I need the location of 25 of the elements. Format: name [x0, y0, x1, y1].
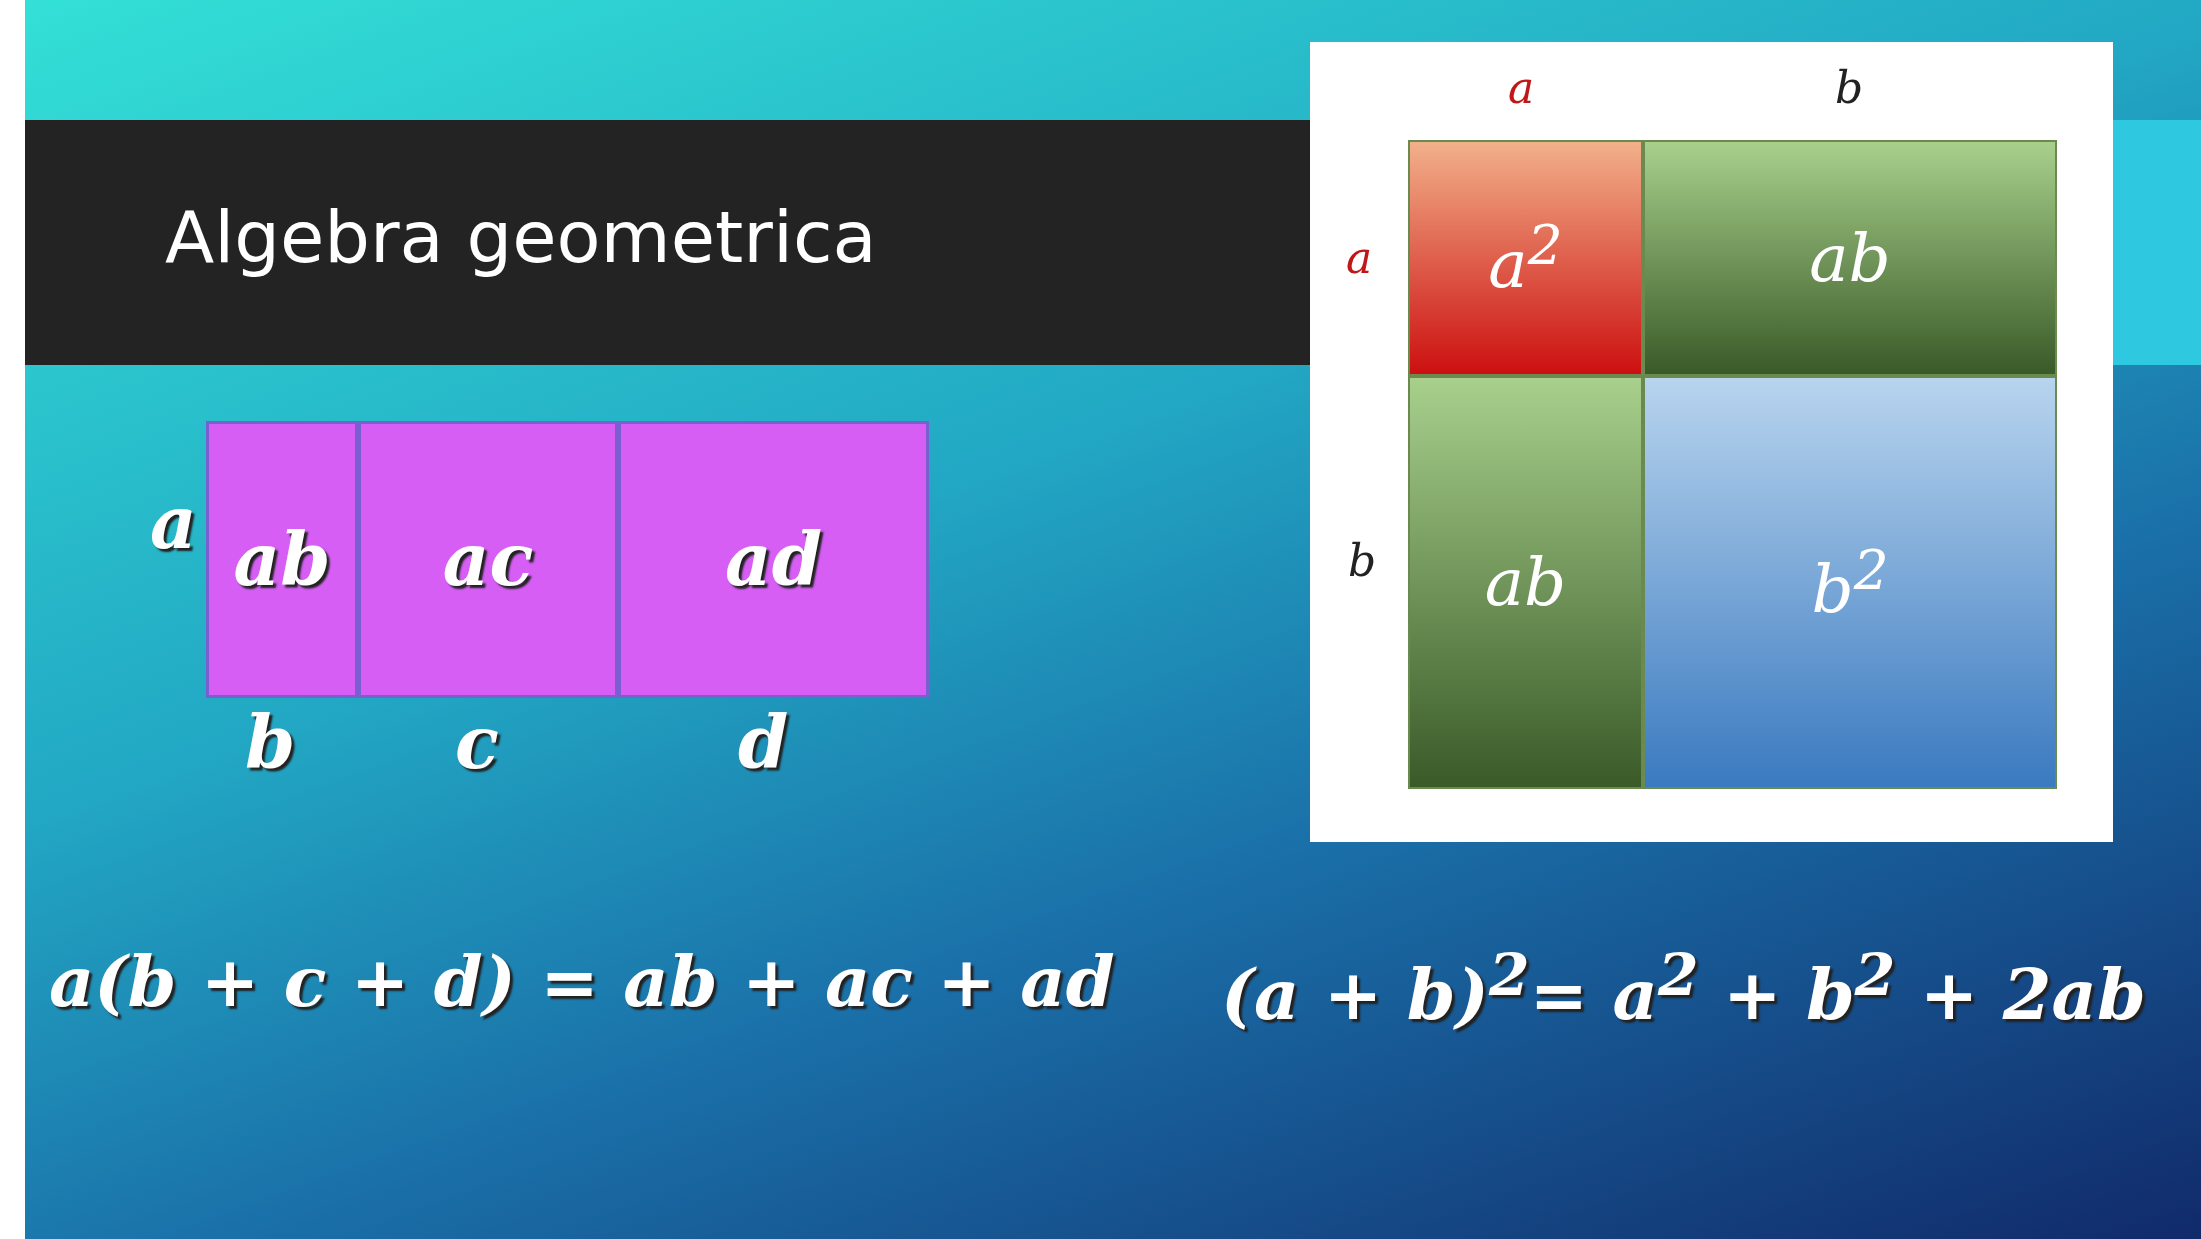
area-rectangle — [1408, 140, 1643, 376]
side-label: c — [455, 700, 499, 785]
side-label: b — [1348, 535, 1377, 586]
side-label: b — [1835, 62, 1864, 113]
side-label: d — [738, 700, 789, 785]
term-label: ac — [442, 517, 534, 602]
slide-title: Algebra geometrica — [165, 195, 877, 279]
term-label: b$^{2}$ — [1811, 537, 1889, 628]
term-label: a$^{2}$ — [1488, 213, 1563, 303]
equation: (a + b)$^{2}$= a$^{2}$ + b$^{2}$ + 2ab — [1221, 940, 2146, 1037]
term-label: ab — [1809, 219, 1891, 297]
area-rectangle — [1643, 376, 2057, 789]
equation: a(b + c + d) = ab + ac + ad — [49, 940, 1115, 1023]
area-rectangle — [206, 421, 358, 698]
side-label: a — [1508, 62, 1535, 113]
area-rectangle — [358, 421, 618, 698]
term-label: ab — [233, 517, 331, 602]
area-rectangle — [618, 421, 929, 698]
area-rectangle — [1643, 140, 2057, 376]
side-label: b — [245, 700, 296, 785]
side-label: a — [1346, 232, 1373, 283]
term-label: ab — [1484, 544, 1567, 621]
term-label: ad — [725, 517, 822, 602]
side-label: a — [150, 480, 197, 565]
area-rectangle — [1408, 376, 1643, 789]
